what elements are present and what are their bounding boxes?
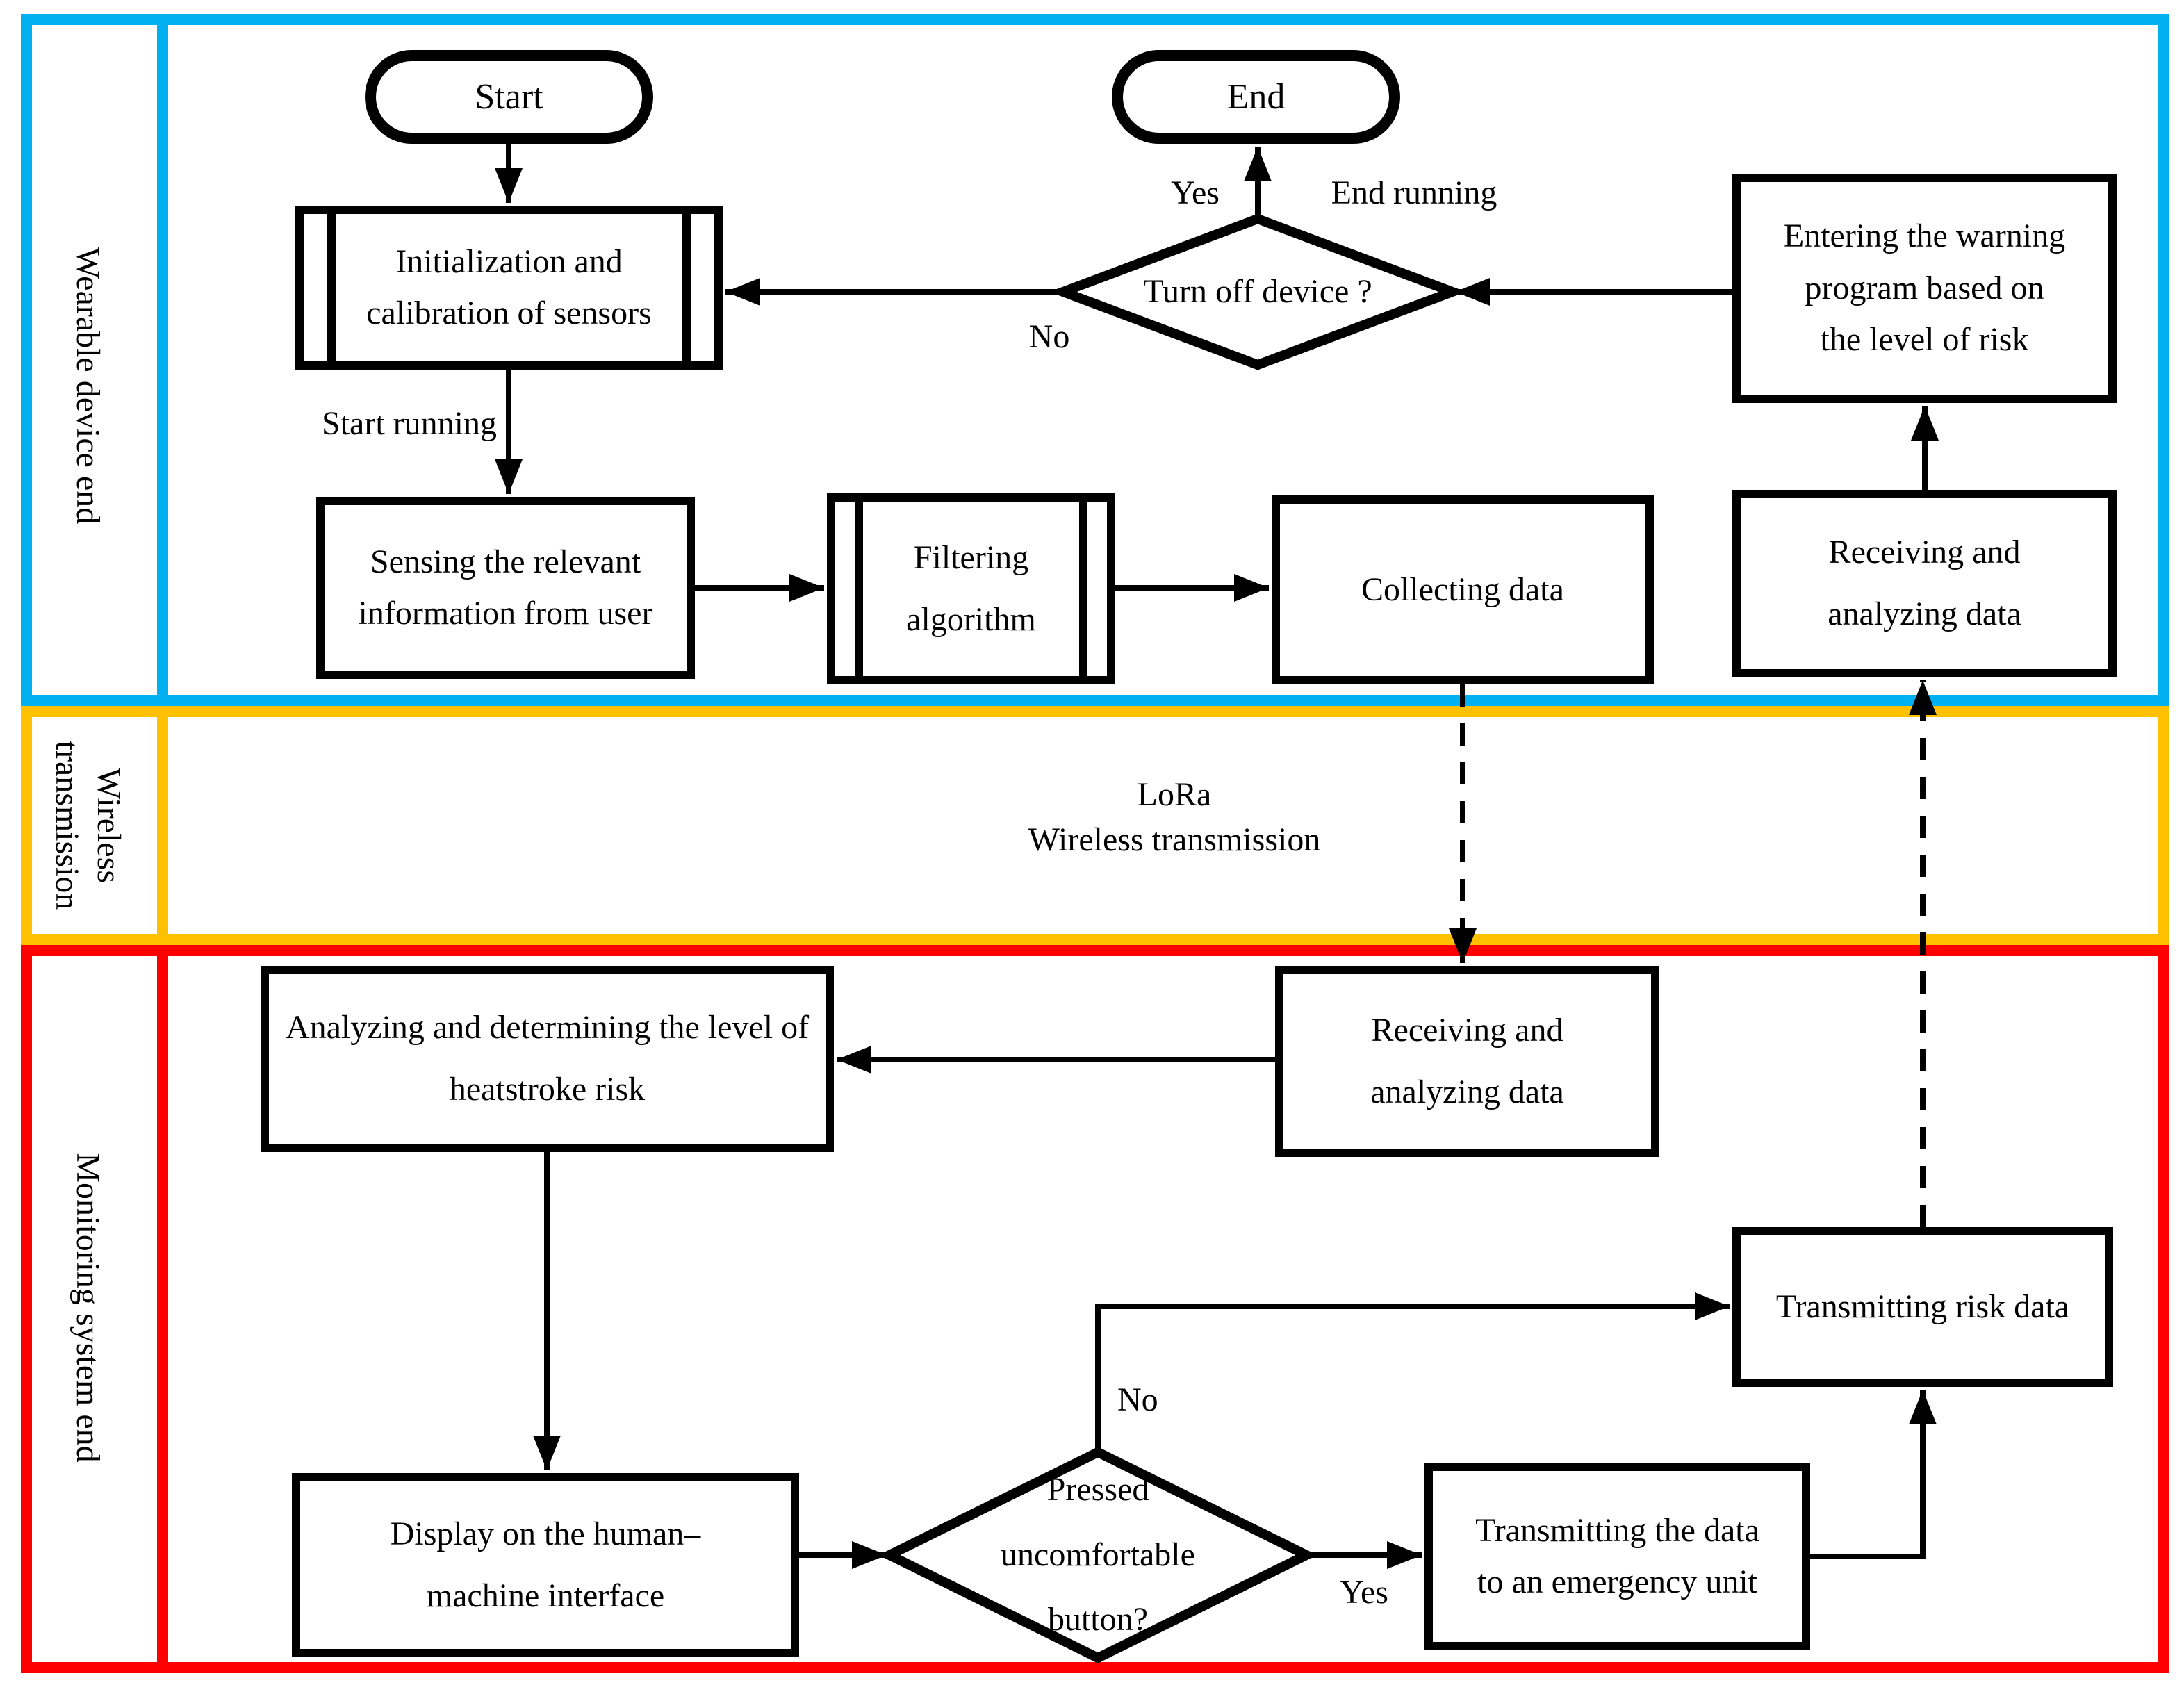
pressed-diamond-shape — [878, 1447, 1317, 1663]
start-label: Start — [475, 77, 543, 117]
end-running-label: End running — [1331, 174, 1497, 211]
warning-process: Entering the warning program based on th… — [1732, 174, 2117, 403]
collecting-process: Collecting data — [1272, 495, 1654, 684]
receiving-wearable-process: Receiving and analyzing data — [1732, 490, 2117, 677]
filtering-predefined-bar-right — [1079, 502, 1087, 676]
filtering-predefined-bar-left — [855, 502, 863, 676]
init-process: Initialization and calibration of sensor… — [295, 206, 723, 370]
receiving-wearable-label: Receiving and analyzing data — [1828, 534, 2021, 632]
sensing-label: Sensing the relevant information from us… — [358, 543, 653, 632]
emergency-process: Transmitting the data to an emergency un… — [1424, 1463, 1810, 1650]
analyzing-label: Analyzing and determining the level of h… — [285, 1009, 810, 1108]
sensing-process: Sensing the relevant information from us… — [316, 497, 695, 679]
yes-bottom-label: Yes — [1340, 1574, 1388, 1611]
start-terminal: Start — [365, 50, 653, 144]
warning-label: Entering the warning program based on th… — [1783, 217, 2066, 359]
emergency-label: Transmitting the data to an emergency un… — [1475, 1511, 1759, 1600]
start-running-label: Start running — [322, 405, 497, 442]
edge-pressed-no-to-risk — [1095, 1292, 1730, 1452]
init-predefined-bar-left — [327, 214, 336, 361]
lane-wireless-divider — [157, 717, 168, 934]
filtering-process: Filtering algorithm — [827, 493, 1115, 684]
lane-wearable-divider — [157, 25, 168, 695]
init-predefined-bar-right — [682, 214, 691, 361]
yes-top-label: Yes — [1171, 174, 1220, 211]
receiving-monitoring-label: Receiving and analyzing data — [1370, 1011, 1564, 1110]
lane-monitoring-divider — [157, 956, 168, 1662]
risk-data-process: Transmitting risk data — [1732, 1227, 2113, 1387]
analyzing-process: Analyzing and determining the level of h… — [261, 966, 834, 1152]
end-label: End — [1226, 77, 1286, 117]
lora-label-line2: Wireless transmission — [1028, 821, 1321, 858]
display-label: Display on the human–machine interface — [390, 1515, 701, 1614]
turnoff-diamond-shape — [1049, 213, 1466, 370]
lane-wireless-transmission — [21, 706, 2169, 945]
collecting-label: Collecting data — [1361, 570, 1564, 608]
risk-data-label: Transmitting risk data — [1775, 1288, 2070, 1325]
lora-label-line1: LoRa — [1137, 776, 1212, 813]
display-process: Display on the human–machine interface — [292, 1473, 799, 1657]
turnoff-question: Turn off device ? — [1143, 273, 1372, 310]
edge-emergency-to-risk — [1810, 1390, 1937, 1559]
pressed-question: Pressed uncomfortable button? — [1001, 1471, 1195, 1638]
no-bottom-label: No — [1117, 1381, 1158, 1418]
end-terminal: End — [1112, 50, 1400, 144]
receiving-monitoring-process: Receiving and analyzing data — [1275, 966, 1659, 1157]
no-top-label: No — [1028, 318, 1070, 355]
filtering-label: Filtering algorithm — [906, 539, 1036, 638]
init-label: Initialization and calibration of sensor… — [366, 243, 652, 331]
